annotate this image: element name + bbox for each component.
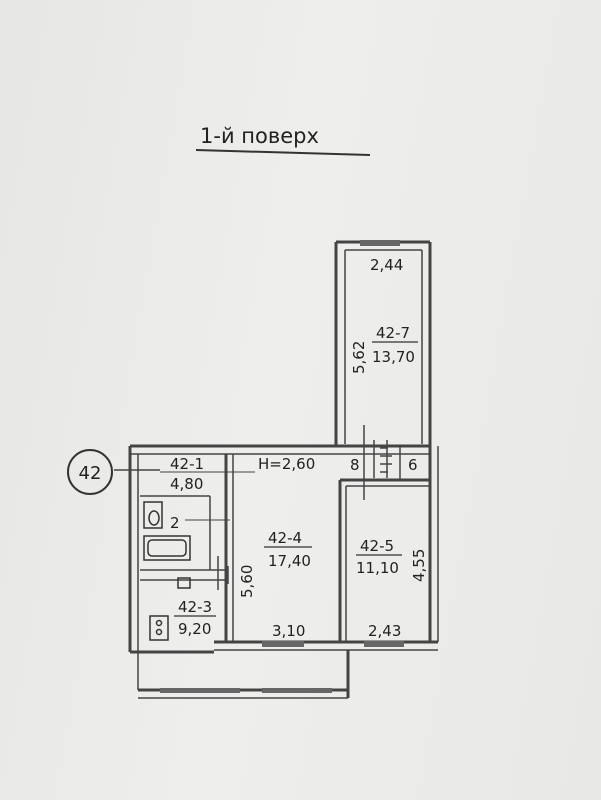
- room-2-label: 2: [170, 514, 180, 532]
- dim-top-height: 5,62: [350, 341, 368, 374]
- dim-bottom-right: 2,43: [368, 622, 401, 640]
- room-42-7-id: 42-7: [376, 324, 410, 342]
- toilet: [143, 501, 163, 529]
- dim-small-8: 8: [350, 456, 360, 474]
- dim-small-6: 6: [408, 456, 418, 474]
- window-balcony-2: [262, 688, 332, 693]
- title-underline: [195, 149, 371, 156]
- height-label: H=2,60: [258, 455, 315, 473]
- dim-right-height: 4,55: [410, 549, 428, 582]
- dim-top-width: 2,44: [370, 256, 403, 274]
- stove: [149, 615, 169, 641]
- window-bottom-mid: [262, 641, 304, 647]
- room-42-4-area: 17,40: [268, 552, 311, 570]
- window-bottom-right: [364, 641, 404, 647]
- fixtures: [143, 501, 191, 641]
- bathtub: [143, 535, 191, 561]
- room-42-7-area: 13,70: [372, 348, 415, 366]
- room-42-3-id: 42-3: [178, 598, 212, 616]
- dim-bottom-mid: 3,10: [272, 622, 305, 640]
- dim-mid-height: 5,60: [238, 565, 256, 598]
- apartment-number: 42: [79, 463, 102, 484]
- room-42-5-id: 42-5: [360, 537, 394, 555]
- apartment-circle: [67, 449, 113, 495]
- room-42-1-area: 4,80: [170, 475, 203, 493]
- room-42-3-area: 9,20: [178, 620, 211, 638]
- window-top: [360, 240, 400, 246]
- room-42-1-id: 42-1: [170, 455, 204, 473]
- door-markers: [114, 425, 401, 590]
- window-balcony-1: [160, 688, 240, 693]
- room-42-5-area: 11,10: [356, 559, 399, 577]
- windows: [160, 240, 404, 693]
- room-42-4-id: 42-4: [268, 529, 302, 547]
- sink: [177, 577, 191, 589]
- floor-title: 1-й поверх: [200, 124, 319, 148]
